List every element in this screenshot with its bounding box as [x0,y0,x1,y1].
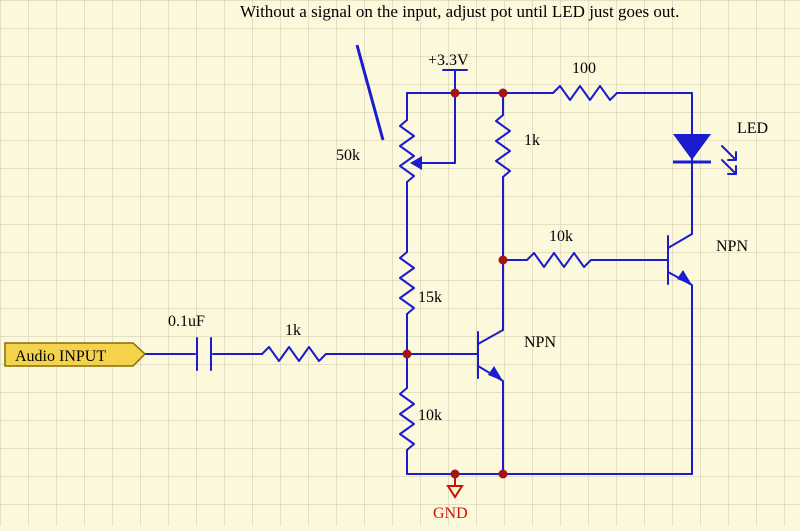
resistor-100-symbol [552,85,618,101]
potentiometer-symbol [399,119,415,183]
junction-dot [450,88,460,98]
bias-lower-label: 10k [418,407,442,424]
input-resistor-label: 1k [285,322,301,339]
junction-dot [450,469,460,479]
capacitor-label: 0.1uF [168,313,205,330]
junction-dot [498,88,508,98]
led-arrows [721,145,737,175]
bias-upper-label: 15k [418,289,442,306]
top-right-wire [616,92,693,134]
led-label: LED [737,120,768,137]
transistor-1-arrow [488,366,503,381]
led-triangle [673,134,711,160]
supply-label: +3.3V [428,52,469,69]
capacitor-symbol [196,337,212,371]
transistor-2-arrow [677,270,692,285]
junction-dot [498,255,508,265]
resistor-10k-base-symbol [502,252,669,268]
pot-wiper-wire [419,92,456,164]
annotation-text: Without a signal on the input, adjust po… [240,2,679,21]
led-resistor-label: 100 [572,60,596,77]
resistor-15k-symbol [399,251,415,315]
audio-input-port [4,342,147,367]
transistor-2-label: NPN [716,238,748,255]
transistor-1-label: NPN [524,334,556,351]
junction-dot [498,469,508,479]
junction-dot [402,349,412,359]
annotation-pointer [355,44,385,141]
pot-wiper-arrow [410,156,422,170]
resistor-1k-input-symbol [261,346,327,362]
collector-resistor-label: 1k [524,132,540,149]
resistor-1k-collector-symbol [495,114,511,178]
base-resistor-label: 10k [549,228,573,245]
potentiometer-label: 50k [336,147,360,164]
ground-label: GND [433,505,468,522]
resistor-10k-lower-symbol [399,387,415,451]
bottom-left-wire [406,449,693,475]
audio-input-label: Audio INPUT [15,348,106,365]
ground-symbol [446,485,464,499]
